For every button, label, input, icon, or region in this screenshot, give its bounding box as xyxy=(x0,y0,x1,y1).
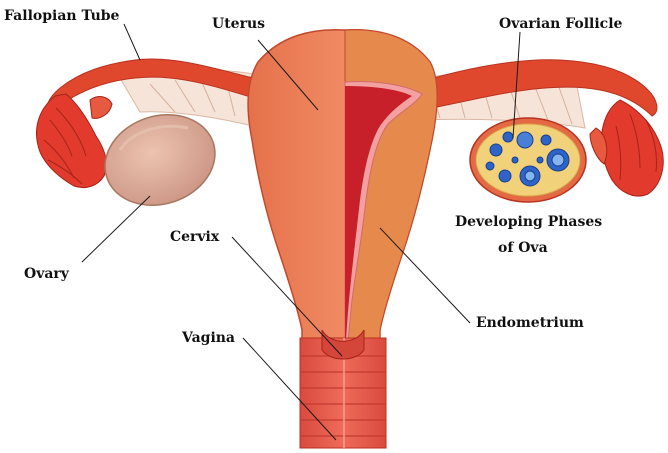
left-ovary xyxy=(93,101,227,219)
label-vagina: Vagina xyxy=(182,330,235,346)
label-endometrium: Endometrium xyxy=(476,315,584,331)
label-fallopian-tube: Fallopian Tube xyxy=(4,8,119,24)
label-developing-phases: Developing Phases xyxy=(455,214,602,230)
left-fimbriae xyxy=(36,94,112,188)
label-ovary: Ovary xyxy=(24,266,69,282)
right-ovary-section xyxy=(470,118,586,202)
label-cervix: Cervix xyxy=(170,229,219,245)
label-ovarian-follicle: Ovarian Follicle xyxy=(499,16,622,32)
label-of-ova: of Ova xyxy=(498,240,548,256)
label-uterus: Uterus xyxy=(212,16,265,32)
